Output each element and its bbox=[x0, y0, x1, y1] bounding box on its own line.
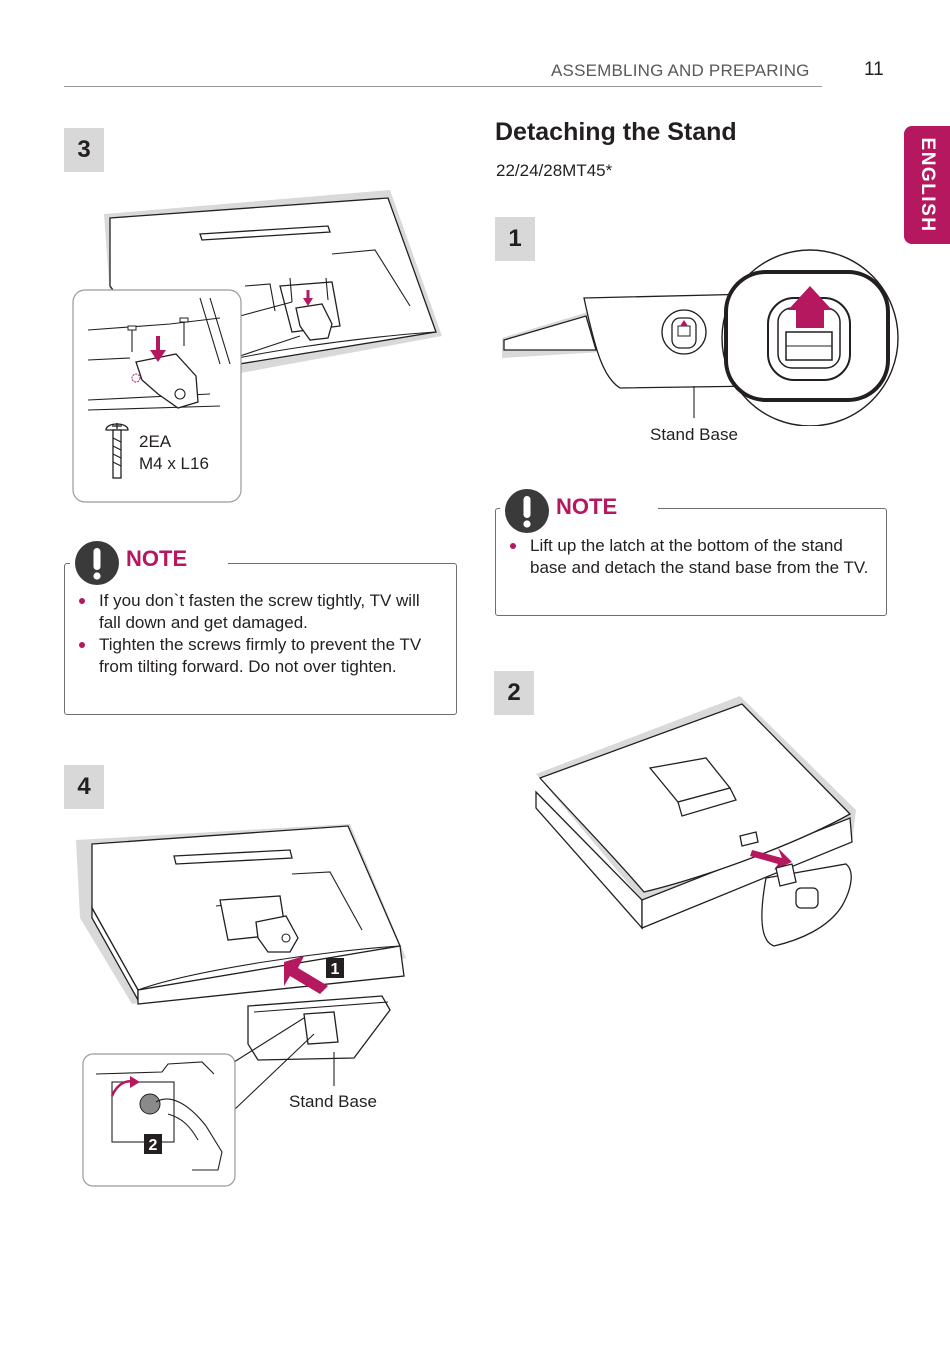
section-title: ASSEMBLING AND PREPARING bbox=[551, 61, 810, 80]
step-1-illustration bbox=[502, 249, 899, 426]
step-3-badge: 3 bbox=[64, 128, 104, 172]
note-header: NOTE bbox=[70, 540, 228, 585]
screw-size: M4 x L16 bbox=[139, 454, 209, 473]
note-item: If you don`t fasten the screw tightly, T… bbox=[77, 590, 437, 634]
screw-quantity: 2EA bbox=[139, 432, 172, 451]
step-4-caption: Stand Base bbox=[289, 1092, 377, 1111]
model-number: 22/24/28MT45* bbox=[496, 161, 613, 180]
header-rule bbox=[64, 86, 822, 87]
callout-1: 1 bbox=[331, 961, 340, 978]
note-box-assembly: If you don`t fasten the screw tightly, T… bbox=[64, 563, 457, 715]
step-1-badge: 1 bbox=[495, 217, 535, 261]
note-item: Lift up the latch at the bottom of the s… bbox=[508, 535, 870, 579]
screw-spec: 2EA M4 x L16 bbox=[139, 431, 209, 475]
note-label: NOTE bbox=[126, 546, 188, 571]
callout-2: 2 bbox=[149, 1137, 158, 1154]
warning-icon bbox=[505, 489, 549, 533]
step-4-badge: 4 bbox=[64, 765, 104, 809]
step-1-caption: Stand Base bbox=[650, 425, 738, 444]
heading-detaching-stand: Detaching the Stand bbox=[495, 118, 737, 146]
step-2-illustration bbox=[535, 696, 856, 947]
note-header: NOTE bbox=[500, 488, 658, 533]
page-number: 11 bbox=[864, 59, 884, 80]
step-4-illustration: 1 2 bbox=[76, 824, 406, 1187]
note-list: If you don`t fasten the screw tightly, T… bbox=[77, 590, 437, 678]
note-list: Lift up the latch at the bottom of the s… bbox=[508, 535, 870, 579]
step-2-badge: 2 bbox=[494, 671, 534, 715]
screw-icon bbox=[105, 423, 129, 479]
warning-icon bbox=[75, 541, 119, 585]
step-3-illustration bbox=[72, 190, 442, 503]
language-tab: ENGLISH bbox=[904, 126, 950, 244]
note-item: Tighten the screws firmly to prevent the… bbox=[77, 634, 437, 678]
note-label: NOTE bbox=[556, 494, 618, 519]
language-tab-label: ENGLISH bbox=[917, 137, 938, 233]
